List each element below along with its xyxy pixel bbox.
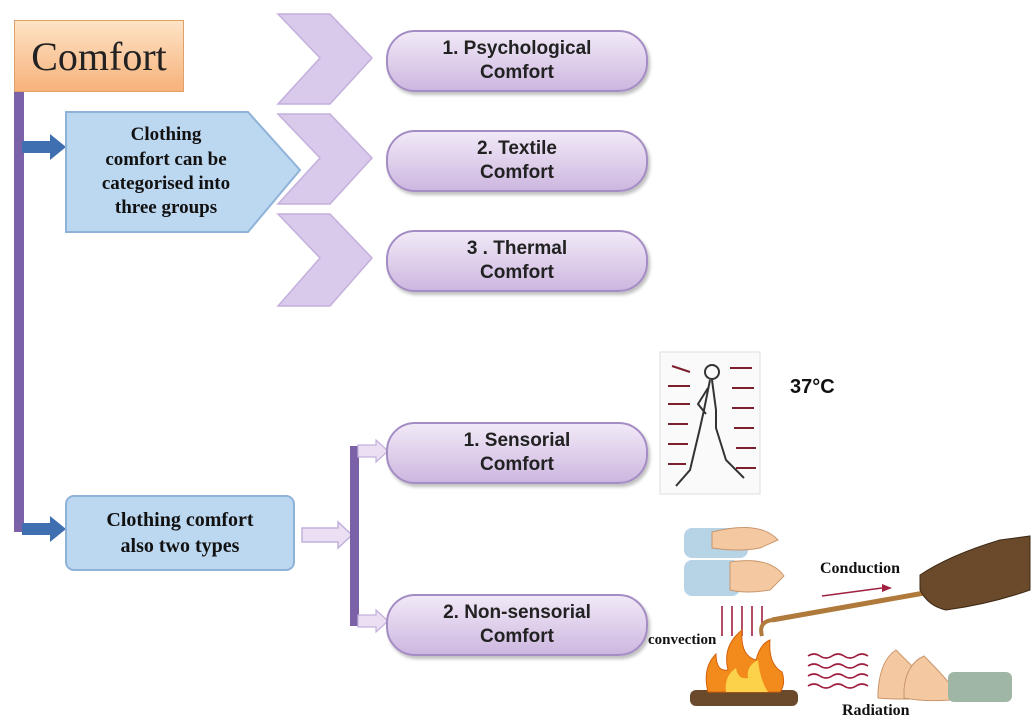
group-pill-line-1: 3 . Thermal (466, 238, 568, 260)
arrow-to-groups-box (22, 134, 66, 160)
type-pill-line-1: 2. Non-sensorial (443, 602, 591, 624)
group-pill-textile: 2. Textile Comfort (386, 130, 648, 192)
group-pill-line-2: Comfort (480, 262, 554, 283)
arrow-to-bracket (301, 520, 354, 550)
chevron-2 (276, 113, 374, 205)
temperature-label: 37°C (790, 376, 835, 398)
body-heat-illustration (659, 351, 761, 495)
group-pill-psychological: 1. Psychological Comfort (386, 30, 648, 92)
arrow-to-sensorial (357, 438, 389, 464)
arrow-to-non-sensorial (357, 608, 389, 634)
title-text: Comfort (31, 33, 167, 79)
radiation-label: Radiation (842, 702, 910, 719)
heat-transfer-illustration (684, 527, 1031, 706)
group-pill-line-1: 1. Psychological (442, 38, 592, 60)
chevron-1 (276, 13, 374, 105)
type-pill-non-sensorial: 2. Non-sensorial Comfort (386, 594, 648, 656)
group-pill-line-2: Comfort (480, 162, 554, 183)
type-pill-sensorial: 1. Sensorial Comfort (386, 422, 648, 484)
main-spine (14, 88, 24, 532)
groups-box-shape (65, 111, 302, 233)
convection-label: convection (648, 632, 717, 648)
types-box: Clothing comfort also two types (66, 496, 294, 570)
group-pill-line-1: 2. Textile (477, 138, 557, 160)
conduction-label: Conduction (820, 560, 901, 577)
groups-box: Clothing comfort can be categorised into… (66, 112, 266, 232)
group-pill-thermal: 3 . Thermal Comfort (386, 230, 648, 292)
groups-box-line-2: comfort can be (105, 148, 227, 170)
types-box-line-2: also two types (120, 535, 240, 557)
arrow-to-types-box (22, 516, 66, 542)
type-pill-line-2: Comfort (480, 454, 554, 475)
group-pill-line-2: Comfort (480, 62, 554, 83)
type-pill-line-1: 1. Sensorial (463, 430, 571, 452)
chevron-3 (276, 213, 374, 307)
types-bracket (350, 446, 359, 626)
groups-box-line-1: Clothing (130, 124, 202, 146)
groups-box-line-4: three groups (114, 197, 218, 219)
title-box: Comfort (14, 20, 184, 92)
groups-box-line-3: categorised into (101, 173, 231, 194)
types-box-line-1: Clothing comfort (106, 509, 254, 531)
types-box-shape (65, 495, 295, 571)
type-pill-line-2: Comfort (480, 626, 554, 647)
